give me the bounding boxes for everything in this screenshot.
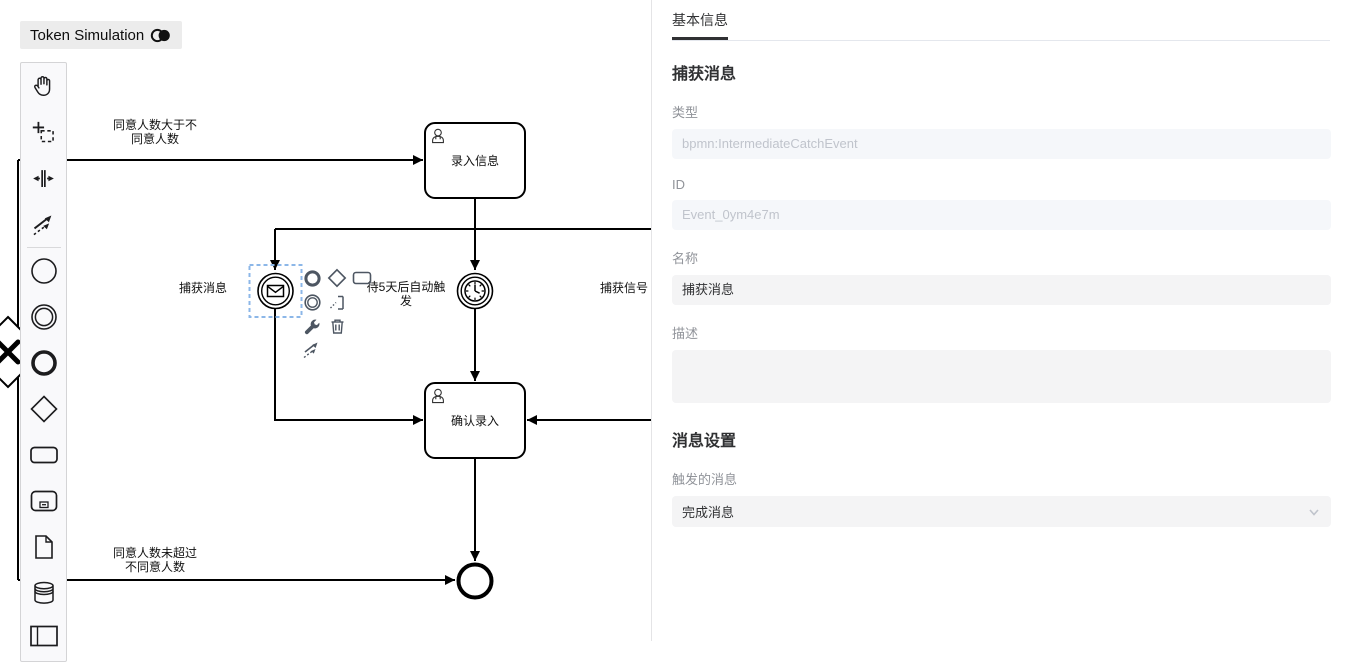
append-task-icon[interactable] xyxy=(352,268,372,288)
panel-tabbar: 基本信息 xyxy=(672,0,1330,41)
trigger-message-label: 触发的消息 xyxy=(672,472,738,487)
event-label-signal: 捕获信号 xyxy=(599,281,648,295)
create-intermediate-event[interactable] xyxy=(21,294,66,340)
lasso-tool[interactable] xyxy=(21,109,66,155)
message-icon xyxy=(266,284,285,298)
create-start-event[interactable] xyxy=(21,248,66,294)
timer-icon xyxy=(464,280,486,302)
trigger-message-select[interactable]: 完成消息 xyxy=(672,496,1331,527)
description-textarea[interactable] xyxy=(672,350,1331,403)
append-end-event-icon[interactable] xyxy=(302,268,322,288)
user-task-icon xyxy=(432,388,444,404)
toggle-mode-icon xyxy=(151,28,171,42)
event-label-timer: 待5天后自动触 发 xyxy=(366,280,446,308)
create-end-event[interactable] xyxy=(21,340,66,386)
append-intermediate-event-icon[interactable] xyxy=(302,292,322,312)
create-subprocess[interactable] xyxy=(21,478,66,524)
append-gateway-icon[interactable] xyxy=(327,268,347,288)
create-gateway[interactable] xyxy=(21,386,66,432)
tab-basic-info[interactable]: 基本信息 xyxy=(672,10,728,40)
flow-label-reject: 同意人数未超过 不同意人数 xyxy=(112,546,197,574)
selection-outline xyxy=(248,264,303,318)
trigger-message-value: 完成消息 xyxy=(682,505,735,520)
task-label-confirm-entry: 确认录入 xyxy=(450,414,499,428)
event-label-message: 捕获消息 xyxy=(178,281,227,295)
space-tool[interactable] xyxy=(21,155,66,201)
event-end[interactable] xyxy=(456,562,494,600)
event-catch-message[interactable] xyxy=(248,264,303,318)
connect-tool-icon[interactable] xyxy=(302,340,322,360)
change-type-wrench-icon[interactable] xyxy=(302,316,322,336)
flow-label-approve: 同意人数大于不 同意人数 xyxy=(112,118,197,146)
context-pad-row-3 xyxy=(302,316,347,336)
hand-tool[interactable] xyxy=(21,63,66,109)
create-data-object[interactable] xyxy=(21,524,66,570)
flow-message-to-task2[interactable] xyxy=(274,309,423,425)
type-input xyxy=(672,129,1331,159)
section-title-message: 消息设置 xyxy=(672,433,737,450)
name-input[interactable] xyxy=(672,275,1331,305)
create-task[interactable] xyxy=(21,432,66,478)
palette-separator xyxy=(26,247,61,248)
section-title-general: 捕获消息 xyxy=(672,66,737,83)
create-participant[interactable] xyxy=(21,616,66,661)
context-pad-row-4 xyxy=(302,340,322,360)
token-simulation-button[interactable]: Token Simulation xyxy=(20,21,183,49)
delete-trash-icon[interactable] xyxy=(327,316,347,336)
context-pad-row-1 xyxy=(302,268,372,288)
chevron-down-icon xyxy=(1309,508,1319,516)
create-data-store[interactable] xyxy=(21,570,66,616)
append-text-annotation-icon[interactable] xyxy=(327,292,347,312)
properties-panel: 基本信息 捕获消息 类型 ID 名称 描述 消息设置 触发的消息 完成消息 xyxy=(651,0,1346,641)
bpmn-palette xyxy=(20,62,67,662)
sequence-flows[interactable] xyxy=(17,155,658,585)
name-label: 名称 xyxy=(672,251,699,266)
id-label: ID xyxy=(672,177,685,192)
context-pad-row-2 xyxy=(302,292,347,312)
description-label: 描述 xyxy=(672,326,699,341)
task-label-record-info: 录入信息 xyxy=(450,154,499,168)
type-label: 类型 xyxy=(672,105,699,120)
task-record-info[interactable] xyxy=(424,122,526,199)
global-connect-tool[interactable] xyxy=(21,201,66,247)
id-input xyxy=(672,200,1331,230)
user-task-icon xyxy=(432,128,444,144)
event-timer[interactable] xyxy=(456,272,494,310)
task-confirm-entry[interactable] xyxy=(424,382,526,459)
token-simulation-label: Token Simulation xyxy=(30,26,145,44)
